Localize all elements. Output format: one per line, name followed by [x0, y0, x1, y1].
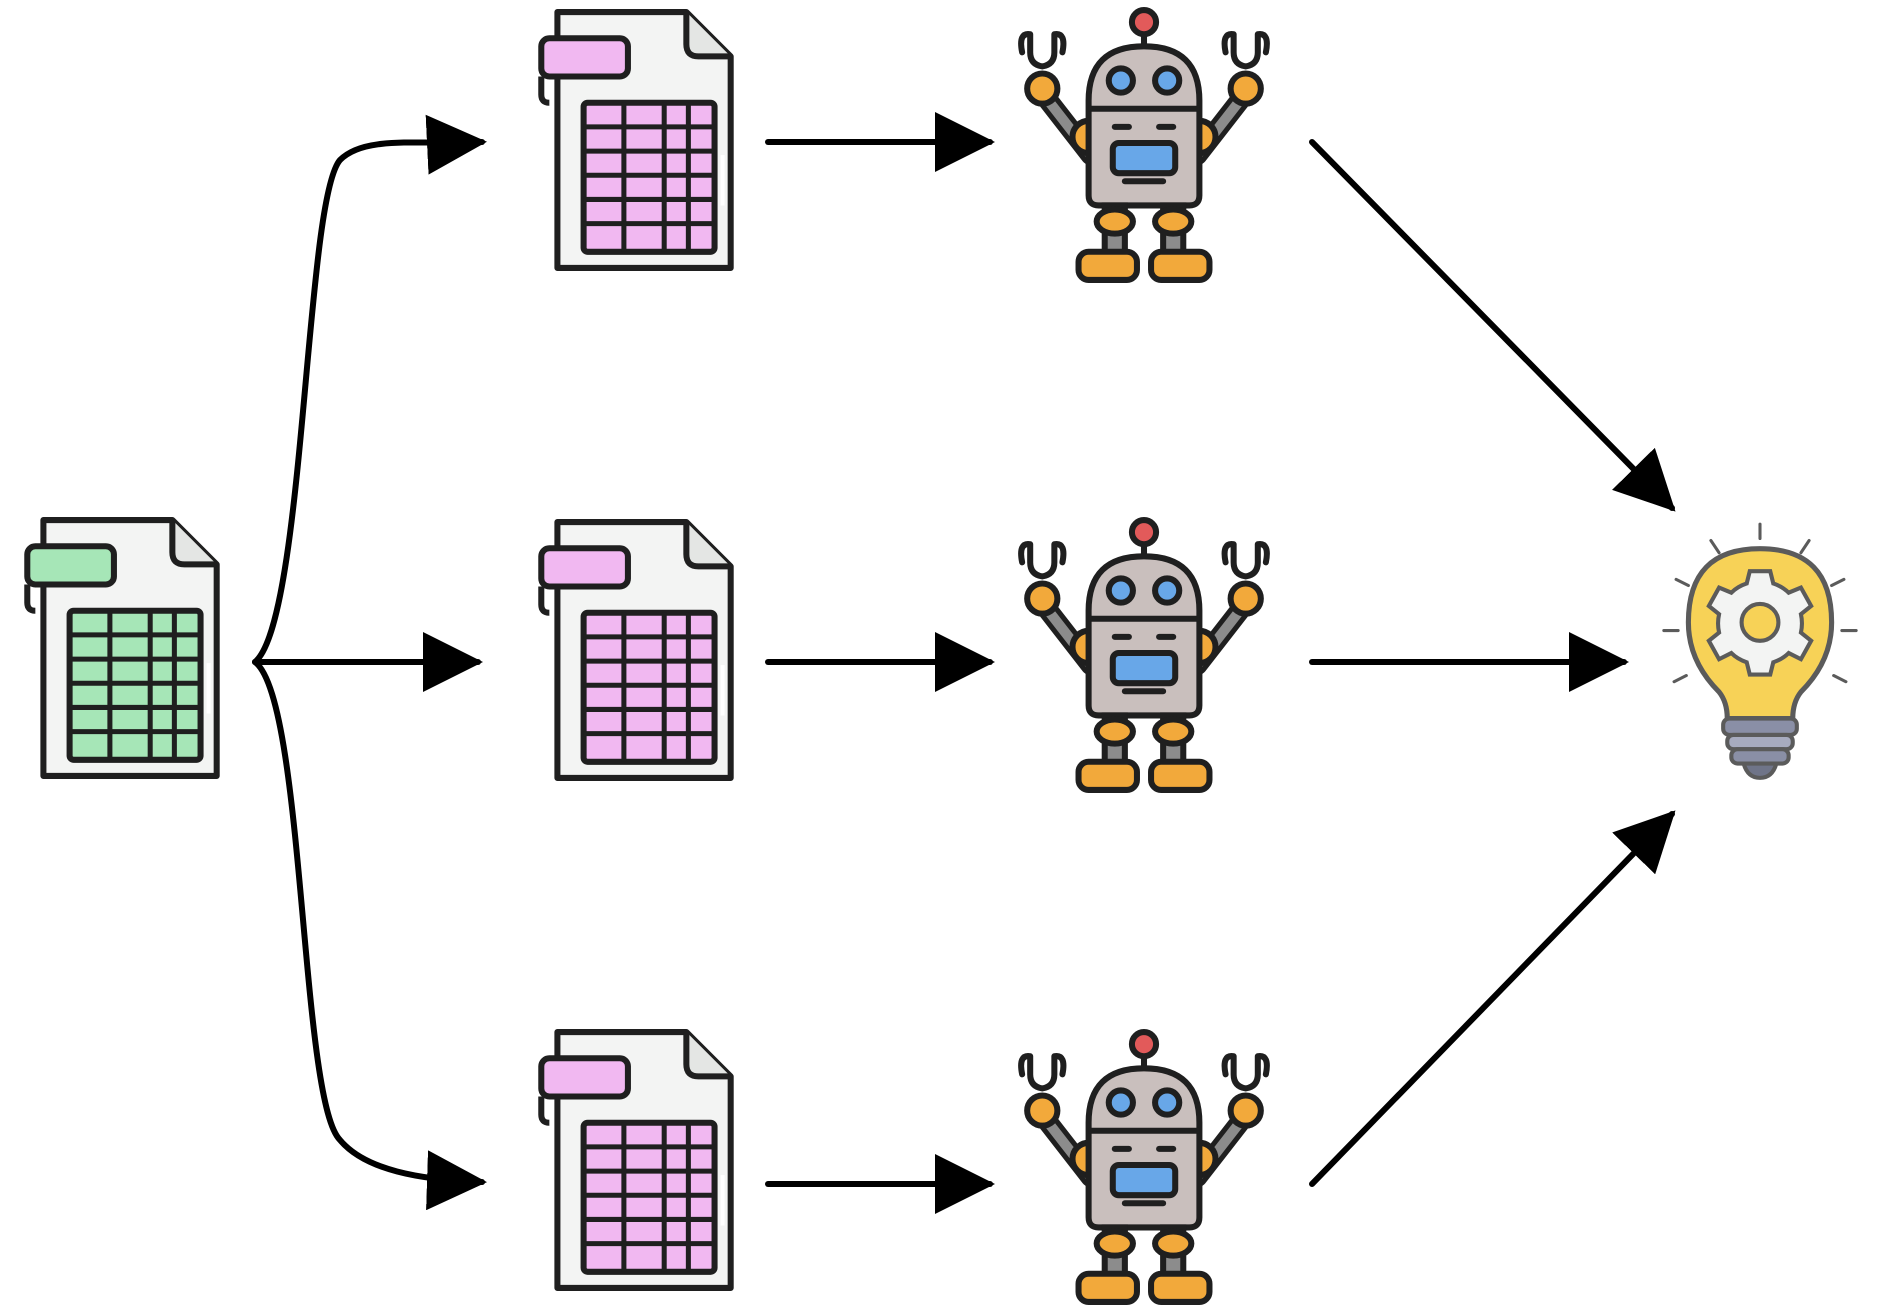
source-dataset — [27, 520, 216, 776]
lightbulb-gear-icon — [1664, 524, 1856, 778]
arrow-to-subset-3 — [252, 659, 487, 1211]
arrow-to-subset-1 — [252, 114, 487, 665]
arrow-model-1-to-output — [1309, 139, 1676, 512]
arrow-model-3-to-output — [1309, 810, 1676, 1187]
robot-icon — [1021, 1032, 1267, 1302]
spreadsheet-icon — [27, 520, 216, 776]
output — [1664, 524, 1856, 778]
subset-datasets — [541, 12, 730, 1288]
spreadsheet-icon — [541, 12, 730, 268]
spreadsheet-icon — [541, 522, 730, 778]
train-arrows — [765, 112, 995, 1214]
aggregate-arrows — [1309, 139, 1676, 1187]
models — [1021, 10, 1267, 1302]
robot-icon — [1021, 10, 1267, 280]
split-arrows — [252, 114, 487, 1211]
spreadsheet-icon — [541, 1032, 730, 1288]
robot-icon — [1021, 520, 1267, 790]
